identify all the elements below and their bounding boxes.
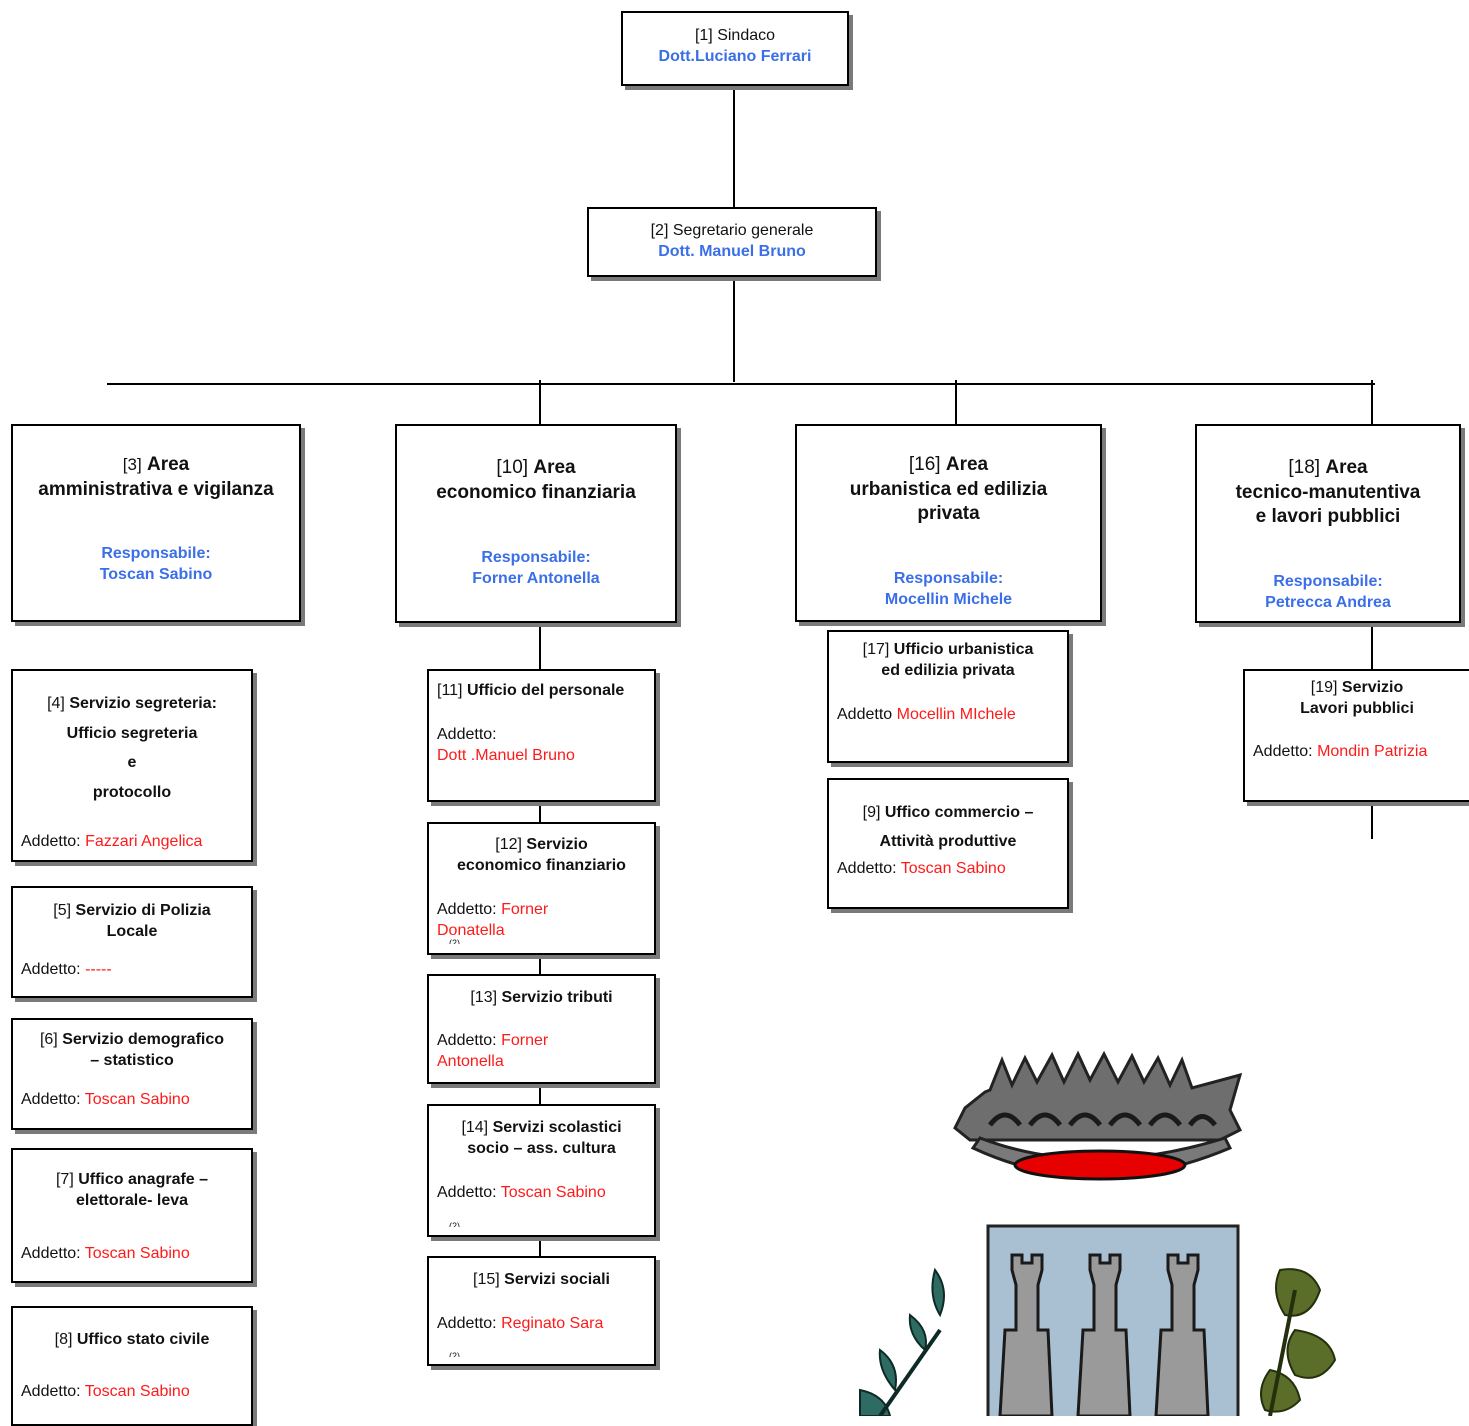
connector-10-11 [539, 627, 541, 671]
area-10-responsabile: Responsabile:Forner Antonella [472, 549, 600, 587]
connector-2-bus [733, 278, 735, 382]
area-3-responsabile: Responsabile:Toscan Sabino [99, 545, 213, 583]
segretario-person: Dott. Manuel Bruno [658, 242, 806, 260]
connector-bus-10 [539, 380, 541, 425]
node-segretario: [2] Segretario generale Dott. Manuel Bru… [587, 207, 877, 277]
node-ufficio-stato-civile: [8] Uffico stato civile Addetto: Toscan … [11, 1306, 253, 1426]
sindaco-title: [1] Sindaco [694, 27, 776, 44]
n7-addetto: Addetto: Toscan Sabino [21, 1245, 190, 1262]
n17-addetto: Addetto Mocellin MIchele [837, 706, 1016, 723]
connector-19-tail [1371, 802, 1373, 839]
connector-14-15 [539, 1237, 541, 1257]
n7-title: [7] Uffico anagrafe –elettorale- leva [55, 1171, 209, 1209]
connector-1-2 [733, 85, 735, 208]
area-16-responsabile: Responsabile:Mocellin Michele [884, 570, 1013, 608]
node-ufficio-anagrafe: [7] Uffico anagrafe –elettorale- leva Ad… [11, 1148, 253, 1283]
n12-note: (2) [449, 938, 460, 944]
node-servizio-demografico: [6] Servizio demografico– statistico Add… [11, 1018, 253, 1130]
n15-title: [15] Servizi sociali [473, 1271, 610, 1288]
n19-addetto: Addetto: Mondin Patrizia [1253, 743, 1428, 760]
n5-addetto: Addetto: ----- [21, 961, 112, 978]
connector-bus-16 [955, 380, 957, 425]
node-ufficio-personale: [11] Ufficio del personale Addetto:Dott … [427, 669, 656, 802]
node-servizio-segreteria: [4] Servizio segreteria: Ufficio segrete… [11, 669, 253, 862]
n15-addetto: Addetto: Reginato Sara [437, 1315, 604, 1332]
olive-branch-icon [859, 1267, 945, 1416]
n14-addetto: Addetto: Toscan Sabino [437, 1184, 606, 1201]
connector-11-12 [539, 802, 541, 823]
n11-title: [11] Ufficio del personale [437, 682, 625, 699]
segretario-title: [2] Segretario generale [650, 222, 814, 239]
n4-title: [4] Servizio segreteria: Ufficio segrete… [47, 695, 217, 801]
connector-13-14 [539, 1084, 541, 1104]
node-servizi-sociali: [15] Servizi sociali Addetto: Reginato S… [427, 1256, 656, 1366]
n19-shadow [1247, 802, 1469, 806]
connector-18-19 [1371, 627, 1373, 671]
n14-note: (2) [449, 1221, 460, 1227]
n6-addetto: Addetto: Toscan Sabino [21, 1091, 190, 1108]
connector-bus-18 [1371, 380, 1373, 425]
n9-addetto: Addetto: Toscan Sabino [837, 860, 1006, 877]
n11-addetto: Addetto:Dott .Manuel Bruno [437, 726, 575, 764]
towers-icon [998, 1253, 1210, 1416]
n13-title: [13] Servizio tributi [470, 989, 613, 1006]
node-sindaco: [1] Sindaco Dott.Luciano Ferrari [621, 11, 849, 86]
node-ufficio-commercio: [9] Uffico commercio –Attività produttiv… [827, 778, 1069, 909]
n9-title: [9] Uffico commercio –Attività produttiv… [862, 804, 1034, 850]
crown-icon [953, 1050, 1243, 1181]
n8-title: [8] Uffico stato civile [54, 1331, 210, 1348]
sindaco-person: Dott.Luciano Ferrari [658, 47, 812, 65]
connector-12-13 [539, 955, 541, 975]
n4-addetto: Addetto: Fazzari Angelica [21, 833, 203, 850]
n6-title: [6] Servizio demografico– statistico [39, 1031, 225, 1069]
area-18-responsabile: Responsabile:Petrecca Andrea [1265, 573, 1391, 611]
bus-line [107, 383, 1375, 385]
n8-addetto: Addetto: Toscan Sabino [21, 1383, 190, 1400]
n15-note: (2) [449, 1351, 460, 1357]
coat-of-arms-icon [859, 1050, 1337, 1416]
oak-branch-icon [1260, 1268, 1337, 1416]
